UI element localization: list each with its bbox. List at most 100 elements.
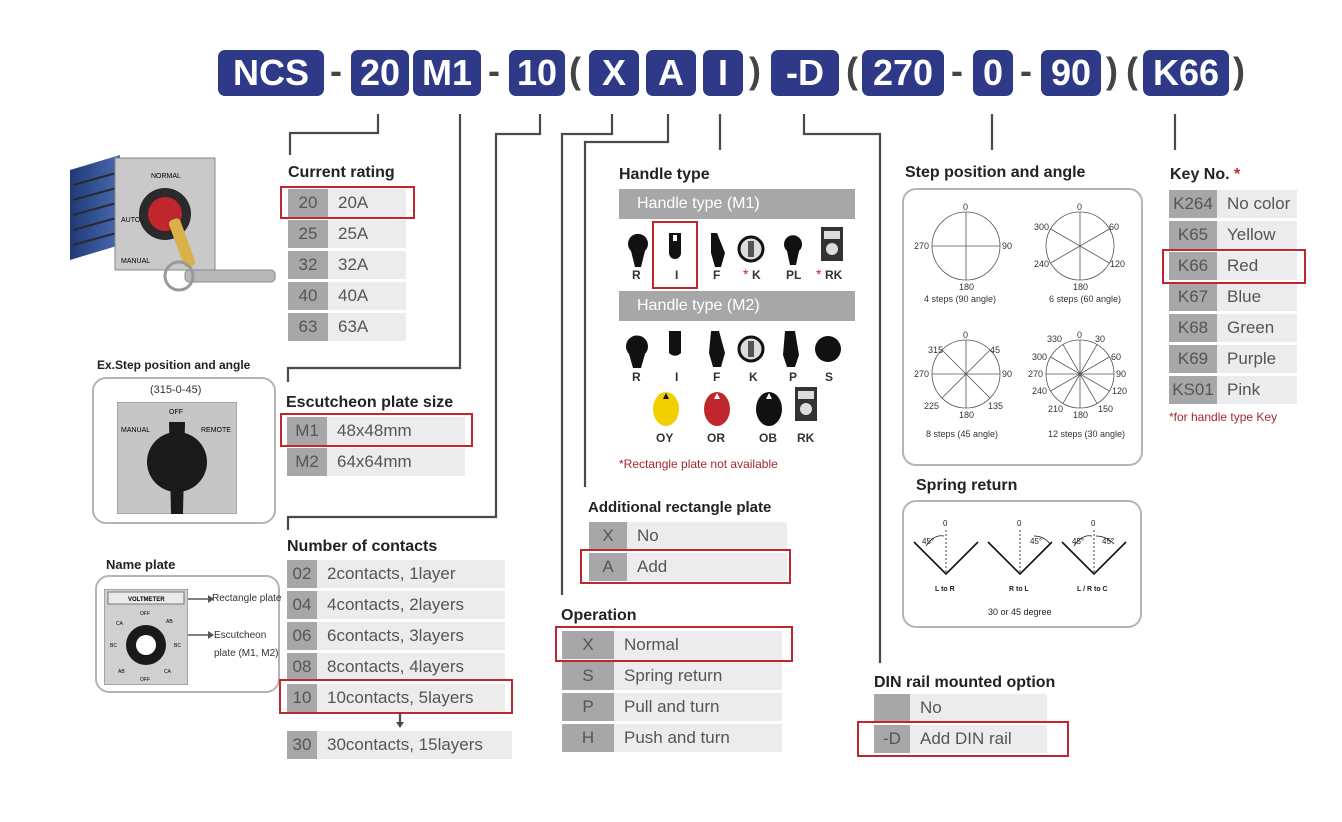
product-label-auto: AUTO <box>121 217 141 224</box>
step-label: 90 <box>1002 369 1012 379</box>
highlight-current <box>280 186 415 219</box>
handle-r-icon <box>628 233 648 267</box>
step-label: 210 <box>1048 404 1063 414</box>
step-label: 240 <box>1034 259 1049 269</box>
connector-current <box>288 114 380 155</box>
ex-step-caption: (315-0-45) <box>150 384 202 396</box>
step-label: 0 <box>1077 202 1082 212</box>
step-caption: 8 steps (45 angle) <box>926 429 998 439</box>
highlight-rect-plate <box>580 549 791 584</box>
current-rating-title: Current rating <box>288 164 395 181</box>
step-label: 60 <box>1109 222 1119 232</box>
code-chip-angle-mid: 0 <box>973 50 1013 96</box>
spring-deg: 45° <box>1072 537 1084 546</box>
product-label-normal: NORMAL <box>151 173 181 180</box>
handle-label: S <box>825 370 834 384</box>
spring-panel <box>902 500 1142 628</box>
step-label: 180 <box>959 410 974 420</box>
step-label: 150 <box>1098 404 1113 414</box>
name-plate-panel <box>95 575 280 693</box>
handle-m2-rk-icon <box>795 387 817 421</box>
name-plate-arrows <box>188 595 214 639</box>
ex-step-title: Ex.Step position and angle <box>97 358 251 372</box>
step-title: Step position and angle <box>905 164 1086 181</box>
step-label: 0 <box>963 202 968 212</box>
handle-label: RK <box>825 268 843 282</box>
code-separator: ( <box>846 50 858 91</box>
code-separator: ( <box>1126 50 1138 91</box>
step-label: 0 <box>1077 330 1082 340</box>
code-chip-key: K66 <box>1143 50 1229 96</box>
code-chip-angle-end: 90 <box>1041 50 1101 96</box>
code-chip-series: NCS <box>218 50 324 96</box>
dial-label: OFF <box>140 677 150 683</box>
key-star: * <box>1234 166 1241 183</box>
code-separator: - <box>330 50 342 91</box>
dial-label: CA <box>164 669 172 675</box>
spring-label: R to L <box>1009 586 1030 593</box>
step-caption: 12 steps (30 angle) <box>1048 429 1125 439</box>
name-plate-arrow-rect: Rectangle plate <box>212 593 282 604</box>
step-label: 120 <box>1112 386 1127 396</box>
ex-step-image: OFF MANUAL REMOTE <box>117 402 237 514</box>
handle-pl-icon <box>784 235 802 265</box>
name-plate-arrow-esc-b: plate (M1, M2) <box>214 648 279 659</box>
name-plate-image: VOLTMETER OFF AB BC CA AB CA BC OFF <box>104 589 188 685</box>
handle-m2-area <box>619 321 855 451</box>
handle-label: OR <box>707 431 725 445</box>
handle-label: F <box>713 268 721 282</box>
handle-m1-area <box>619 219 855 291</box>
step-caption: 4 steps (90 angle) <box>924 294 996 304</box>
highlight-key <box>1162 249 1306 284</box>
handle-i-icon <box>669 233 681 259</box>
step-panel <box>902 188 1143 466</box>
code-chip-current: 20 <box>351 50 409 96</box>
code-separator: - <box>951 50 963 91</box>
handle-label: K <box>749 370 758 384</box>
spring-zero: 0 <box>1091 519 1096 528</box>
step-label: 60 <box>1111 352 1121 362</box>
escutcheon-title: Escutcheon plate size <box>286 394 454 411</box>
handle-label: I <box>675 370 679 384</box>
handle-k-icon <box>737 235 765 263</box>
handle-label: P <box>789 370 798 384</box>
handle-star: * <box>743 266 749 282</box>
dial-label: CA <box>116 621 124 627</box>
name-plate-arrow-esc-a: Escutcheon <box>214 630 267 641</box>
step-label: 120 <box>1110 259 1125 269</box>
code-separator: - <box>488 50 500 91</box>
key-title: Key No. * <box>1170 166 1241 183</box>
highlight-escutcheon <box>280 413 473 447</box>
handle-note: *Rectangle plate not available <box>619 457 778 471</box>
step-label: 300 <box>1034 222 1049 232</box>
name-plate-text: VOLTMETER <box>128 597 165 603</box>
handle-m2-i-icon <box>669 331 681 356</box>
connector-din <box>802 114 882 663</box>
step-label: 90 <box>1116 369 1126 379</box>
handle-label: R <box>632 268 641 282</box>
highlight-din <box>857 721 1069 757</box>
operation-title: Operation <box>561 607 637 624</box>
handle-oy-icon <box>653 392 679 426</box>
contacts-title: Number of contacts <box>287 538 438 555</box>
handle-rk-icon <box>821 227 843 261</box>
spring-caption: 30 or 45 degree <box>988 607 1052 617</box>
spring-deg: 45° <box>1102 537 1114 546</box>
handle-m2-p-icon <box>783 331 799 367</box>
handle-m2-r-icon <box>626 335 648 368</box>
spring-title: Spring return <box>916 477 1018 494</box>
